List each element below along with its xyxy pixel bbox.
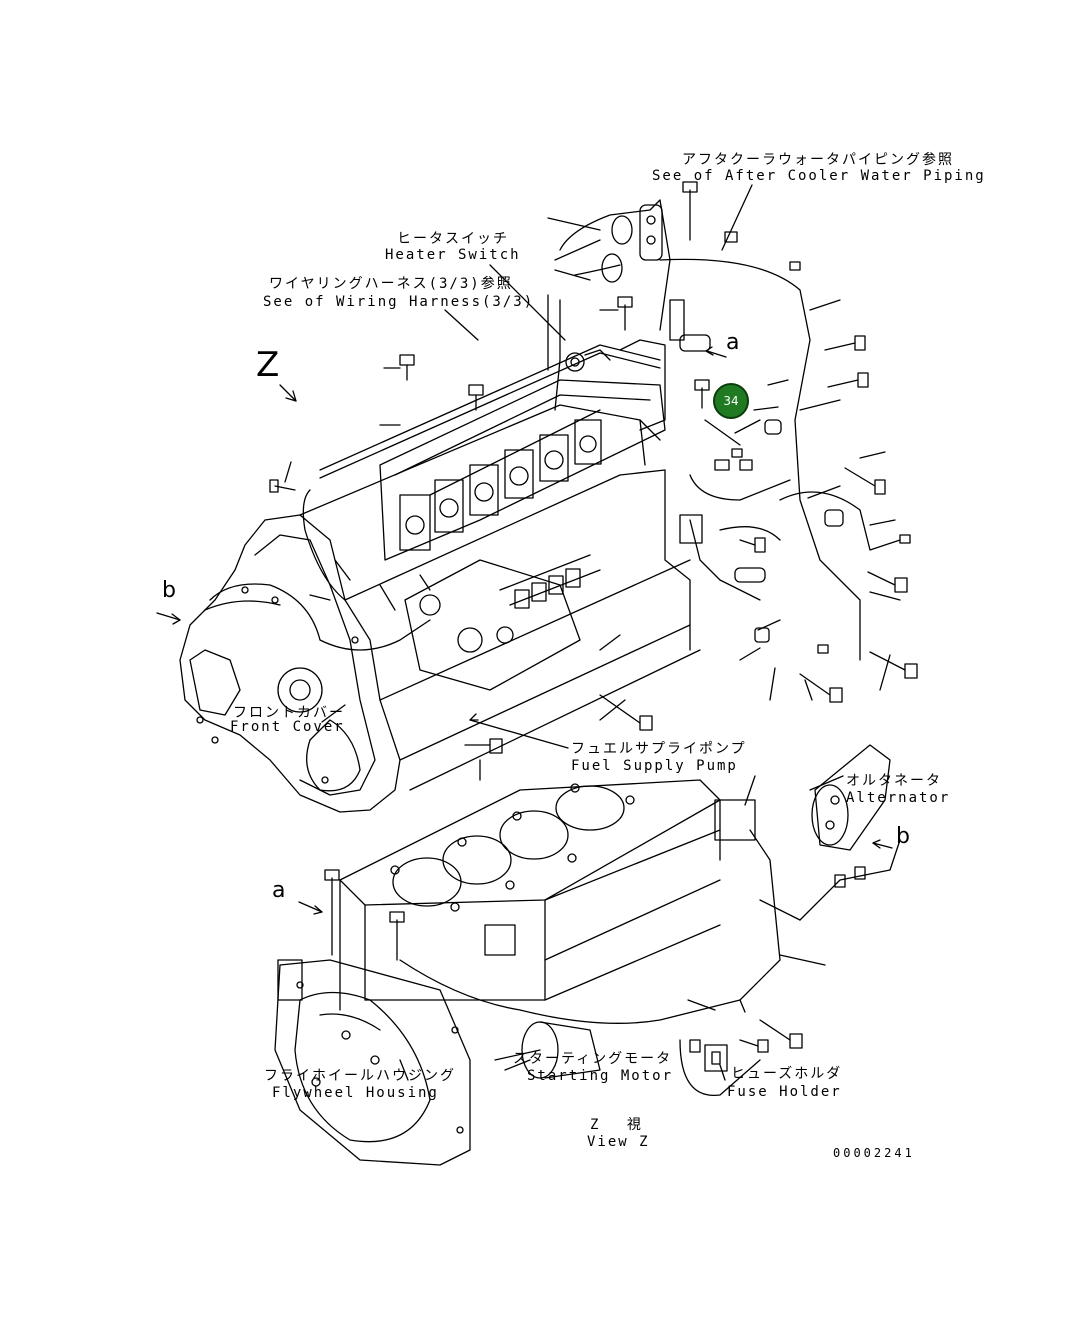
front-cover-label-jp: フロントカバー bbox=[233, 705, 345, 721]
fuel-pump-label-en: Fuel Supply Pump bbox=[571, 758, 738, 774]
fuse-holder-label-jp: ヒューズホルダ bbox=[731, 1066, 843, 1082]
view-z-callout: Z bbox=[256, 345, 280, 385]
part-number-badge[interactable]: 34 bbox=[713, 383, 749, 419]
view-z-label-en: View Z bbox=[587, 1134, 650, 1150]
heater-switch-label-en: Heater Switch bbox=[385, 247, 521, 263]
fuel-pump-label-jp: フュエルサプライポンプ bbox=[571, 741, 747, 757]
fuse-holder-label-en: Fuse Holder bbox=[727, 1084, 842, 1100]
after-cooler-label-jp: アフタクーラウォータパイピング参照 bbox=[682, 152, 954, 168]
wiring-harness-label-jp: ワイヤリングハーネス(3/3)参照 bbox=[269, 276, 513, 292]
lower-engine-outline bbox=[274, 744, 901, 1166]
upper-engine-outline bbox=[156, 181, 918, 813]
heater-switch-label-jp: ヒータスイッチ bbox=[397, 231, 509, 247]
front-cover-label-en: Front Cover bbox=[230, 719, 345, 735]
view-z-label-jp: Z 視 bbox=[590, 1117, 651, 1133]
callout-a-lower: a bbox=[272, 878, 286, 903]
alternator-label-en: Alternator bbox=[846, 790, 951, 806]
drawing-number: 00002241 bbox=[833, 1146, 915, 1160]
callout-b-right: b bbox=[896, 824, 910, 849]
wiring-harness-label-en: See of Wiring Harness(3/3) bbox=[263, 294, 535, 310]
callout-b-left: b bbox=[162, 578, 176, 603]
starting-motor-label-jp: スターティングモータ bbox=[513, 1051, 673, 1067]
flywheel-label-jp: フライホイールハウジング bbox=[264, 1068, 456, 1084]
alternator-label-jp: オルタネータ bbox=[846, 773, 942, 789]
callout-a-upper: a bbox=[726, 330, 740, 355]
flywheel-label-en: Flywheel Housing bbox=[272, 1085, 439, 1101]
after-cooler-label-en: See of After Cooler Water Piping bbox=[652, 168, 986, 184]
starting-motor-label-en: Starting Motor bbox=[527, 1068, 674, 1084]
